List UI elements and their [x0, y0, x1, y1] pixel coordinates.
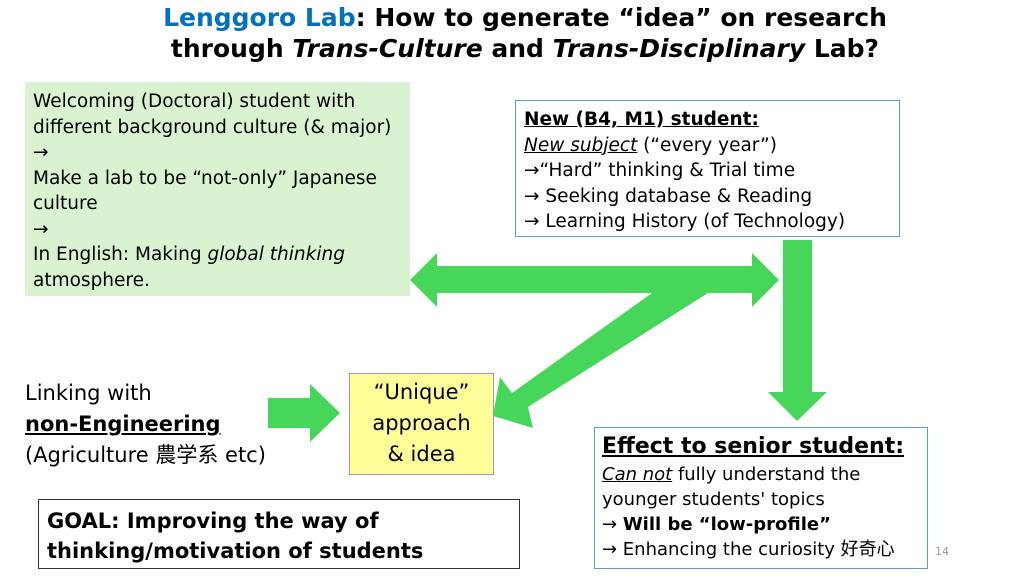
title-part: Lab?	[805, 34, 880, 63]
welcoming-box: Welcoming (Doctoral) student with differ…	[25, 82, 410, 296]
list-item: → Learning History (of Technology)	[524, 211, 846, 232]
arrow-glyph: →	[33, 218, 49, 240]
text-italic: New subject	[524, 134, 638, 156]
right-arrow	[268, 384, 340, 442]
arrow-glyph: →	[33, 142, 49, 163]
down-arrow	[768, 240, 827, 421]
text-line: & idea	[387, 442, 456, 466]
text-line: GOAL: Improving the way of	[47, 509, 379, 533]
text-line: (Agriculture 農学系 etc)	[25, 443, 266, 467]
text-line: different background culture (& major)	[33, 116, 392, 138]
box-heading: New (B4, M1) student:	[524, 109, 759, 130]
text-line: New subject (“every year”)	[524, 133, 891, 159]
text-line: → Enhancing the curiosity 好奇心	[602, 539, 895, 560]
effect-senior-box: Effect to senior student: Can not fully …	[594, 427, 928, 569]
list-item: →“Hard” thinking & Trial time	[524, 160, 796, 181]
slide-title: Lenggoro Lab: How to generate “idea” on …	[0, 2, 1022, 64]
text-bold: Will be “low-profile”	[622, 514, 831, 535]
unique-approach-box: “Unique” approach & idea	[349, 373, 494, 475]
title-part: Trans-Culture	[292, 34, 483, 63]
text-line: → Will be “low-profile”	[602, 512, 920, 537]
title-part: and	[482, 34, 553, 63]
page-number: 14	[935, 545, 949, 558]
box-heading: Effect to senior student:	[602, 434, 905, 459]
text-line: In English: Making global thinking	[33, 242, 402, 268]
new-student-box: New (B4, M1) student: New subject (“ever…	[515, 100, 900, 237]
text-line: atmosphere.	[33, 269, 150, 291]
text: fully understand the	[672, 464, 861, 485]
text-line: culture	[33, 193, 98, 214]
arrow-glyph: →	[602, 514, 623, 535]
goal-box: GOAL: Improving the way of thinking/moti…	[38, 499, 520, 569]
double-arrow	[410, 253, 779, 307]
text: In English: Making	[33, 244, 208, 265]
text-line: non-Engineering	[25, 412, 221, 436]
linking-text: Linking with non-Engineering (Agricultur…	[25, 378, 266, 471]
text-italic: global thinking	[207, 244, 345, 265]
text-line: Welcoming (Doctoral) student with	[33, 91, 356, 112]
list-item: → Seeking database & Reading	[524, 185, 813, 207]
text-line: thinking/motivation of students	[47, 539, 424, 563]
text-line: approach	[372, 411, 471, 435]
text-line: Linking with	[25, 381, 152, 405]
text-line: Can not fully understand the	[602, 462, 920, 487]
title-part: through	[170, 34, 293, 63]
text-line: younger students' topics	[602, 489, 825, 510]
text-line: “Unique”	[373, 380, 470, 404]
text-italic: Can not	[602, 464, 673, 485]
title-part: Trans-Disciplinary	[552, 34, 806, 63]
text: (“every year”)	[637, 134, 777, 156]
lab-name: Lenggoro Lab	[163, 3, 356, 32]
title-line1: : How to generate “idea” on research	[355, 3, 887, 32]
text-line: Make a lab to be “not-only” Japanese	[33, 167, 377, 189]
diagonal-arrow	[493, 293, 708, 428]
